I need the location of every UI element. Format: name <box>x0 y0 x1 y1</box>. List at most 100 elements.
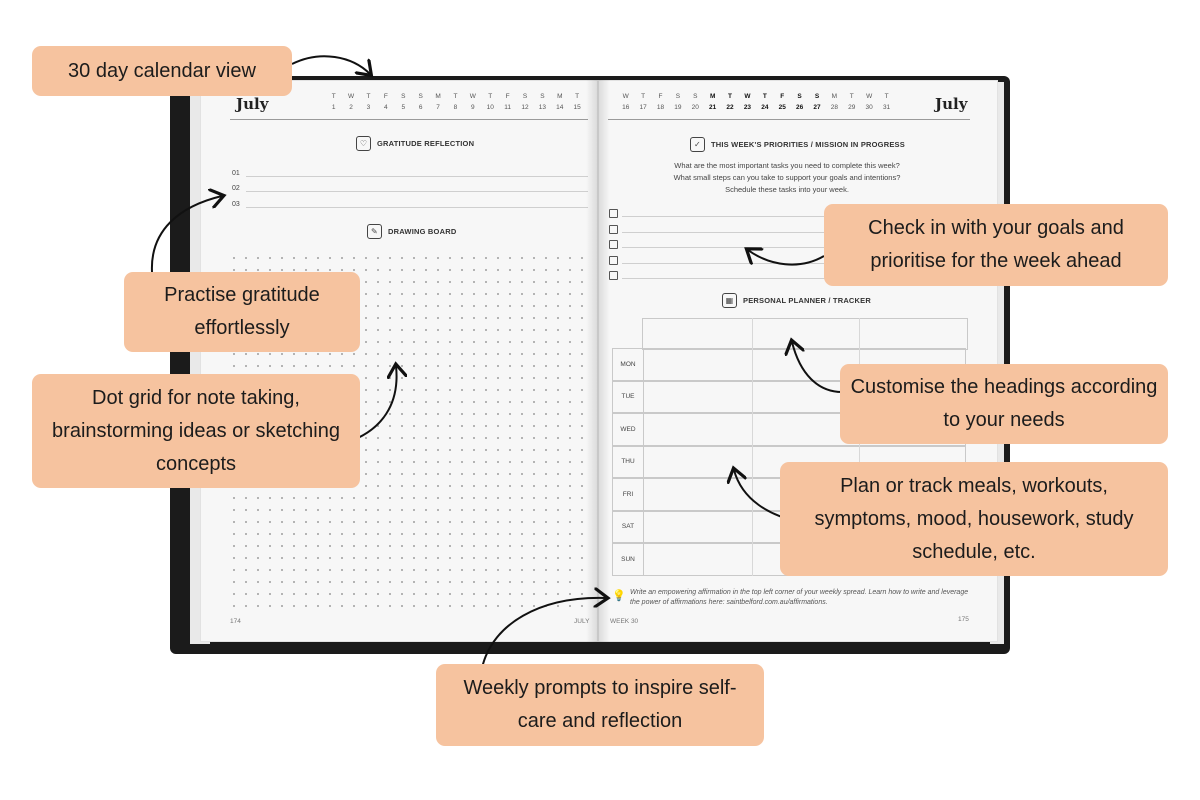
calendar-day-letter: S <box>418 93 423 100</box>
calendar-day-letter: S <box>401 93 406 100</box>
gratitude-line[interactable] <box>246 191 588 192</box>
gratitude-number: 03 <box>232 201 240 208</box>
callout-gratitude: Practise gratitude effortlessly <box>124 272 360 352</box>
priority-line[interactable] <box>622 247 966 248</box>
drawing-board-heading-label: DRAWING BOARD <box>388 227 457 236</box>
prompt-line: What small steps can you take to support… <box>673 173 901 182</box>
calendar-day-letter: T <box>728 93 733 100</box>
footer-week: WEEK 30 <box>610 618 639 625</box>
calendar-day-date: 3 <box>366 104 371 111</box>
planner-column-divider <box>859 318 860 576</box>
left-page-number: 174 <box>230 618 241 625</box>
calendar-day: S 27 <box>808 91 825 113</box>
priority-line[interactable] <box>622 216 966 217</box>
priority-checkbox[interactable] <box>609 255 618 265</box>
priority-line[interactable] <box>622 278 966 279</box>
planner-header-row[interactable] <box>642 318 968 350</box>
priority-checkbox[interactable] <box>609 271 618 280</box>
gratitude-number: 02 <box>232 185 240 192</box>
left-month-label: July <box>236 95 269 113</box>
calendar-day-letter: S <box>814 93 820 100</box>
calendar-day-date: 11 <box>504 104 511 111</box>
calendar-day-date: 13 <box>538 104 546 111</box>
calendar-day-date: 30 <box>865 104 873 111</box>
calendar-day-letter: S <box>797 93 802 100</box>
calendar-day-letter: T <box>762 93 767 100</box>
calendar-day-date: 1 <box>331 104 336 111</box>
calendar-day-letter: F <box>780 93 785 100</box>
left-header-rule <box>230 119 588 120</box>
priorities-heading: ✓ THIS WEEK'S PRIORITIES / MISSION IN PR… <box>690 137 905 152</box>
calendar-day-letter: T <box>453 93 458 100</box>
affirmation-note: Write an empowering affirmation in the t… <box>630 589 969 606</box>
calendar-day-letter: W <box>866 93 873 100</box>
calendar-day-date: 14 <box>556 104 564 111</box>
calendar-day-date: 12 <box>521 104 529 111</box>
calendar-day-letter: S <box>693 93 698 100</box>
calendar-day-letter: M <box>557 93 563 100</box>
gratitude-line[interactable] <box>246 176 588 177</box>
calendar-day-date: 10 <box>486 104 494 111</box>
calendar-day-date: 20 <box>691 104 699 111</box>
calendar-day-letter: F <box>383 93 388 100</box>
calendar-day-letter: F <box>505 93 510 100</box>
calendar-day-letter: M <box>709 93 716 100</box>
priority-line[interactable] <box>622 231 966 233</box>
calendar-day-letter: W <box>744 93 751 100</box>
calendar-day-letter: W <box>622 93 629 100</box>
planner-day-label: SUN <box>613 544 644 575</box>
calendar-day-date: 4 <box>384 104 388 111</box>
prompt-line: Schedule these tasks into your week. <box>725 185 849 194</box>
calendar-day-letter: M <box>435 93 441 100</box>
calendar-day-letter: S <box>522 93 528 100</box>
calendar-day-letter: T <box>366 93 371 100</box>
calendar-day-letter: T <box>575 93 580 100</box>
calendar-day: F 11 <box>499 91 516 113</box>
callout-goals: Check in with your goals and prioritise … <box>824 204 1168 286</box>
right-page-number: 175 <box>958 616 969 623</box>
planner-column-divider <box>752 318 753 576</box>
heart-icon: ♡ <box>356 136 371 151</box>
calendar-day-letter: T <box>331 93 336 100</box>
priority-checkbox[interactable] <box>609 224 618 234</box>
calendar-day-letter: T <box>884 93 889 100</box>
calendar-day-date: 21 <box>709 104 717 111</box>
calendar-day-date: 23 <box>743 104 752 111</box>
planner-heading-label: PERSONAL PLANNER / TRACKER <box>743 296 871 305</box>
calendar-day-date: 5 <box>401 104 406 111</box>
gratitude-number: 01 <box>232 170 240 177</box>
planner-day-label: MON <box>613 349 644 380</box>
calendar-day: W 30 <box>860 91 877 113</box>
calendar-day-letter: T <box>488 93 493 100</box>
calendar-day-date: 17 <box>639 104 647 111</box>
planner-heading: ▦ PERSONAL PLANNER / TRACKER <box>722 293 871 308</box>
priority-checkbox[interactable] <box>609 209 618 218</box>
planner-day-label: WED <box>613 414 644 445</box>
gratitude-heading: ♡ GRATITUDE REFLECTION <box>356 136 474 151</box>
callout-calendar: 30 day calendar view <box>32 46 292 96</box>
calendar-day-date: 2 <box>349 104 353 111</box>
gratitude-line[interactable] <box>246 207 588 208</box>
callout-dotgrid: Dot grid for note taking, brainstorming … <box>32 374 360 488</box>
priority-checkbox[interactable] <box>609 240 618 249</box>
calendar-day-date: 27 <box>813 104 821 111</box>
right-header-rule <box>608 119 970 120</box>
prompt-line: What are the most important tasks you ne… <box>674 161 900 170</box>
